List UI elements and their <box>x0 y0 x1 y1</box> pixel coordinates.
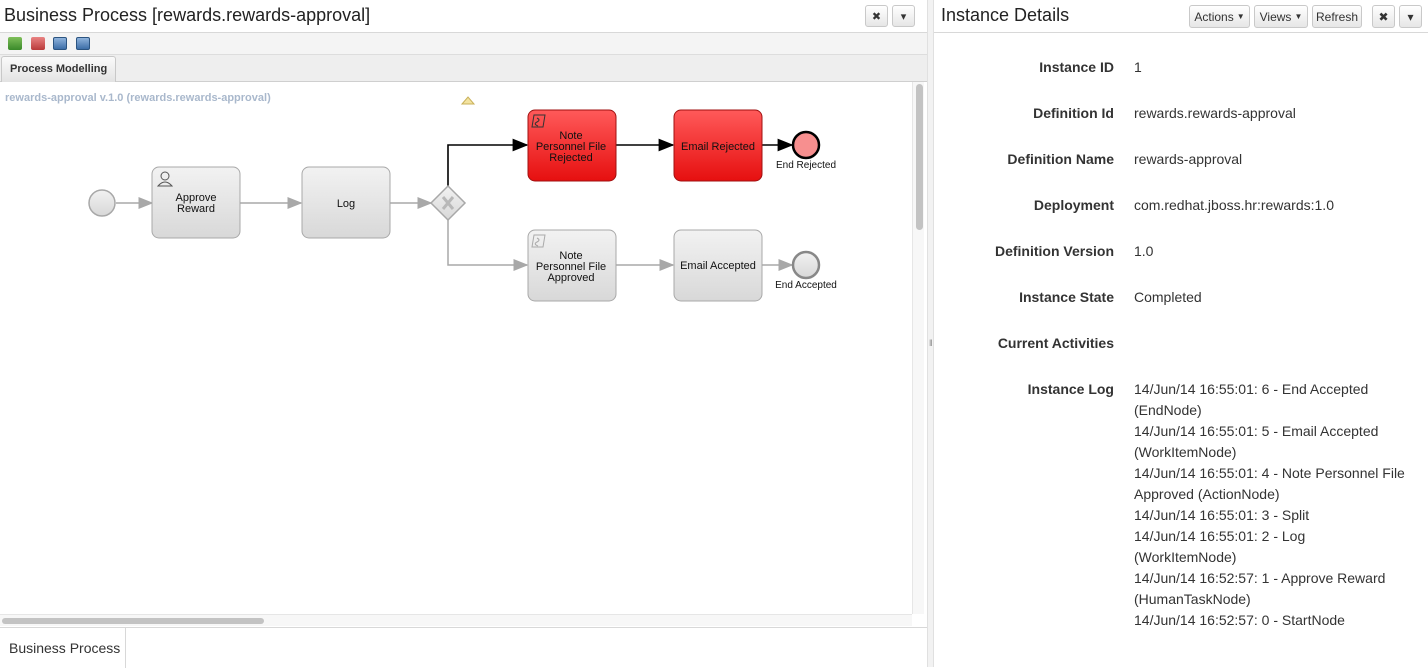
end-accepted-label: End Accepted <box>775 280 837 291</box>
panel-menu-button[interactable]: ▾ <box>892 5 915 27</box>
note-approved-label-3: Approved <box>547 272 594 284</box>
edge-split-note-rejected <box>447 138 529 186</box>
detail-label: Current Activities <box>997 335 1114 351</box>
detail-label: Instance Log <box>1027 381 1114 397</box>
fit-icon[interactable] <box>53 37 67 50</box>
log-line: 14/Jun/14 16:55:01: 3 - Split <box>1134 507 1310 523</box>
detail-label: Instance State <box>1019 289 1114 305</box>
actions-label: Actions <box>1194 9 1234 24</box>
detail-label: Instance ID <box>1039 59 1114 75</box>
end-event-accepted: End Accepted <box>775 250 837 291</box>
note-approved-label-1: Note <box>559 250 582 262</box>
start-event <box>88 189 116 217</box>
diagram-edges <box>116 138 794 271</box>
instance-details-panel: Instance Details Actions ▼ Views ▼ Refre… <box>934 0 1428 667</box>
collapse-arrow-icon <box>460 96 476 105</box>
user-task-icon <box>156 171 174 187</box>
exclusive-gateway <box>429 184 467 222</box>
tab-business-process[interactable]: Business Process <box>0 628 126 668</box>
close-icon: ✖ <box>1378 9 1389 24</box>
splitter-grip-icon: ‖ <box>929 338 933 348</box>
views-label: Views <box>1259 9 1292 24</box>
detail-value: rewards.rewards-approval <box>1134 105 1296 121</box>
end-rejected-label: End Rejected <box>776 160 836 171</box>
horizontal-scroll-thumb[interactable] <box>2 618 264 624</box>
log-line: (WorkItemNode) <box>1134 444 1237 460</box>
actions-dropdown[interactable]: Actions ▼ <box>1189 5 1250 28</box>
instance-details-header: Instance Details Actions ▼ Views ▼ Refre… <box>934 0 1428 33</box>
log-line: 14/Jun/14 16:55:01: 4 - Note Personnel F… <box>1134 465 1405 481</box>
log-line: (WorkItemNode) <box>1134 549 1237 565</box>
chevron-down-icon: ▾ <box>900 10 907 23</box>
zoom-out-icon[interactable] <box>31 37 45 50</box>
approve-label-2: Reward <box>177 203 215 215</box>
process-definition-label: rewards-approval v.1.0 (rewards.rewards-… <box>5 92 271 104</box>
detail-label: Definition Version <box>994 243 1114 259</box>
chevron-down-icon: ▾ <box>1407 9 1414 24</box>
close-panel-button[interactable]: ✖ <box>1372 5 1395 28</box>
caret-down-icon: ▼ <box>1236 12 1245 21</box>
note-rejected-label-1: Note <box>559 130 582 142</box>
tab-bar: Process Modelling <box>0 55 927 82</box>
detail-value: 1.0 <box>1134 243 1154 259</box>
edge-split-note-approved <box>447 220 529 271</box>
zoom-in-icon[interactable] <box>8 37 22 50</box>
node-note-rejected: Note Personnel File Rejected <box>527 109 617 182</box>
vertical-scroll-thumb[interactable] <box>916 84 923 230</box>
detail-value: rewards-approval <box>1134 151 1243 167</box>
log-line: (EndNode) <box>1134 402 1202 418</box>
gateway-x-icon <box>441 196 455 210</box>
panel-menu-button[interactable]: ▾ <box>1399 5 1422 28</box>
business-process-panel: Business Process [rewards.rewards-approv… <box>0 0 927 668</box>
node-note-approved: Note Personnel File Approved <box>527 229 617 302</box>
tab-process-modelling[interactable]: Process Modelling <box>1 56 117 82</box>
detail-label: Definition Id <box>1033 105 1114 121</box>
detail-label: Deployment <box>1033 197 1114 213</box>
node-log: Log <box>301 166 391 239</box>
log-line: Approved (ActionNode) <box>1134 486 1280 502</box>
close-panel-button[interactable]: ✖ <box>865 5 888 27</box>
script-icon <box>531 234 546 248</box>
log-line: 14/Jun/14 16:52:57: 1 - Approve Reward <box>1134 570 1386 586</box>
views-dropdown[interactable]: Views ▼ <box>1254 5 1308 28</box>
refresh-button[interactable]: Refresh <box>1312 5 1362 28</box>
detail-value: Completed <box>1134 289 1202 305</box>
process-canvas[interactable]: rewards-approval v.1.0 (rewards.rewards-… <box>0 82 912 614</box>
node-email-accepted: Email Accepted <box>673 229 763 302</box>
note-rejected-label-3: Rejected <box>549 152 592 164</box>
email-rejected-label: Email Rejected <box>681 141 755 153</box>
process-diagram: Approve Reward Log Note Pe <box>88 96 837 302</box>
horizontal-scrollbar[interactable] <box>0 614 912 626</box>
log-line: (HumanTaskNode) <box>1134 591 1251 607</box>
detail-label: Definition Name <box>1007 151 1114 167</box>
log-line: 14/Jun/14 16:55:01: 5 - Email Accepted <box>1134 423 1379 439</box>
note-rejected-label-2: Personnel File <box>536 141 606 153</box>
business-process-header: Business Process [rewards.rewards-approv… <box>0 0 927 33</box>
detail-value: 1 <box>1134 59 1142 75</box>
node-email-rejected: Email Rejected <box>673 109 763 182</box>
close-icon: ✖ <box>871 10 882 23</box>
approve-label-1: Approve <box>176 192 217 204</box>
end-event-rejected: End Rejected <box>776 130 836 171</box>
log-label: Log <box>337 198 355 210</box>
panel-title: Instance Details <box>941 5 1070 25</box>
log-line: 14/Jun/14 16:55:01: 2 - Log <box>1134 528 1306 544</box>
email-accepted-label: Email Accepted <box>680 260 756 272</box>
log-line: 14/Jun/14 16:52:57: 0 - StartNode <box>1134 612 1345 628</box>
note-approved-label-2: Personnel File <box>536 261 606 273</box>
fullscreen-icon[interactable] <box>76 37 90 50</box>
panel-title: Business Process [rewards.rewards-approv… <box>4 5 371 25</box>
diagram-toolbar <box>0 33 927 55</box>
detail-value: com.redhat.jboss.hr:rewards:1.0 <box>1134 197 1334 213</box>
caret-down-icon: ▼ <box>1294 12 1303 21</box>
bottom-tab-bar: Business Process <box>0 627 927 668</box>
script-icon <box>531 114 546 128</box>
vertical-scrollbar[interactable] <box>912 82 924 614</box>
log-line: 14/Jun/14 16:55:01: 6 - End Accepted <box>1134 381 1369 397</box>
instance-log-list: 14/Jun/14 16:55:01: 6 - End Accepted (En… <box>1134 379 1405 631</box>
node-approve-reward: Approve Reward <box>151 166 241 239</box>
panel-splitter[interactable]: ‖ <box>927 0 934 667</box>
